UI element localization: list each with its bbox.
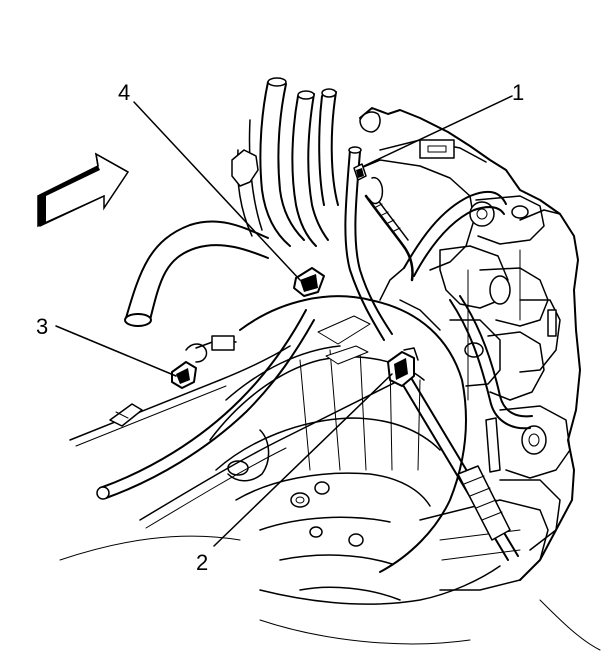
front-direction-arrow-icon [37, 152, 130, 228]
callout-4: 4 [118, 80, 130, 105]
engine-block [231, 107, 581, 581]
frame-lines [59, 535, 601, 651]
connector-2 [387, 347, 419, 387]
metal-tube [379, 190, 533, 430]
transmission-housing [209, 295, 549, 605]
callout-2: 2 [196, 550, 208, 575]
shift-cable [69, 309, 401, 529]
coolant-hose [124, 220, 269, 327]
connector-1 [353, 163, 384, 205]
connector-3 [171, 335, 237, 389]
dipstick-tube [399, 375, 519, 561]
upper-hoses [236, 77, 339, 247]
callout-3: 3 [36, 314, 48, 339]
connector-4 [293, 267, 325, 297]
callout-1: 1 [512, 80, 524, 105]
leader-lines [55, 95, 513, 547]
wiring-harness [344, 111, 414, 341]
